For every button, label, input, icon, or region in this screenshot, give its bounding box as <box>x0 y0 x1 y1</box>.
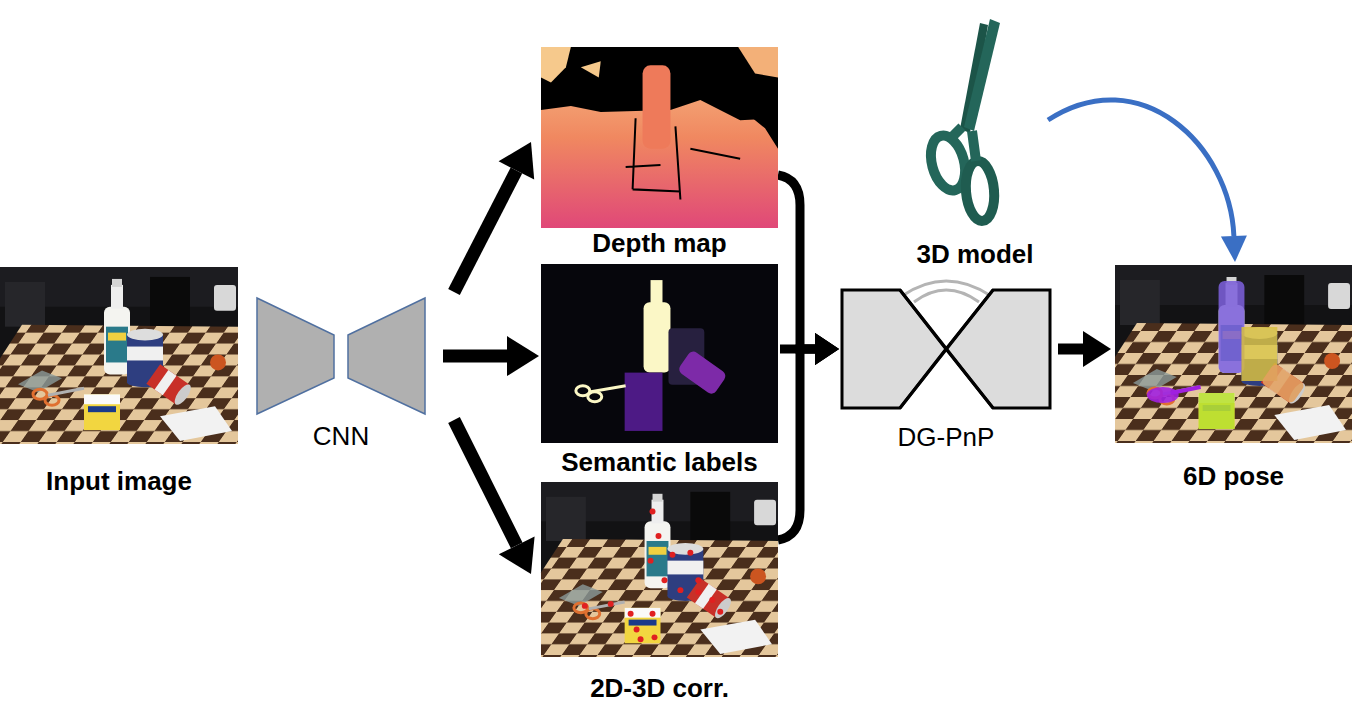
node-figure <box>900 15 1050 237</box>
arrow-head <box>1221 236 1247 263</box>
node-label: 3D model <box>916 239 1033 269</box>
node-label: 6D pose <box>1183 461 1284 491</box>
node-figure <box>541 47 778 228</box>
diagram-node: 6D pose <box>1115 265 1352 491</box>
semantic-label-image <box>541 264 778 443</box>
diagram-node: 3D model <box>900 15 1050 269</box>
node-figure <box>541 264 778 443</box>
diagram-node: DG-PnP <box>840 270 1052 452</box>
diagram-node: CNN <box>256 297 426 451</box>
node-label: Depth map <box>592 228 726 258</box>
arrow-connector <box>778 175 839 365</box>
arrow-connector <box>1048 100 1247 262</box>
bowtie-shape <box>840 270 1052 410</box>
scissors-model <box>900 15 1050 237</box>
arrow-connector <box>454 420 535 574</box>
arrow-head <box>507 336 539 376</box>
connector-line <box>454 420 517 545</box>
node-figure <box>0 267 238 444</box>
connector-line <box>454 171 516 293</box>
node-figure <box>256 297 426 415</box>
arrow-head <box>1083 331 1111 367</box>
node-figure <box>840 270 1052 410</box>
scene-photo <box>541 482 778 657</box>
arrow-head <box>815 333 839 365</box>
node-label: Semantic labels <box>561 447 758 477</box>
arrow-connector <box>443 336 539 376</box>
arrow-head <box>499 142 535 180</box>
arrow-head <box>815 333 839 365</box>
scene-photo <box>0 267 238 444</box>
connector-line <box>443 350 507 363</box>
cnn-shape <box>256 297 426 415</box>
node-label: Input image <box>46 466 192 496</box>
arrow-head <box>815 333 839 365</box>
connector-line <box>778 175 815 349</box>
diagram-node: Semantic labels <box>541 264 778 477</box>
node-label: CNN <box>313 421 369 451</box>
connector-line <box>1048 100 1234 236</box>
node-label: 2D-3D corr. <box>590 673 729 703</box>
connector-line <box>1058 344 1083 355</box>
depth-map-image <box>541 47 778 228</box>
arrow-connector <box>454 142 534 292</box>
diagram-node: 2D-3D corr. <box>541 482 778 703</box>
arrow-head <box>499 536 535 574</box>
arrow-connector <box>1058 331 1111 367</box>
node-label: DG-PnP <box>898 422 995 452</box>
connector-line <box>778 349 815 540</box>
node-figure <box>541 482 778 657</box>
scene-photo <box>1115 265 1352 443</box>
node-figure <box>1115 265 1352 443</box>
diagram-node: Input image <box>0 267 238 496</box>
diagram-node: Depth map <box>541 47 778 258</box>
arrow-connector <box>778 333 839 540</box>
